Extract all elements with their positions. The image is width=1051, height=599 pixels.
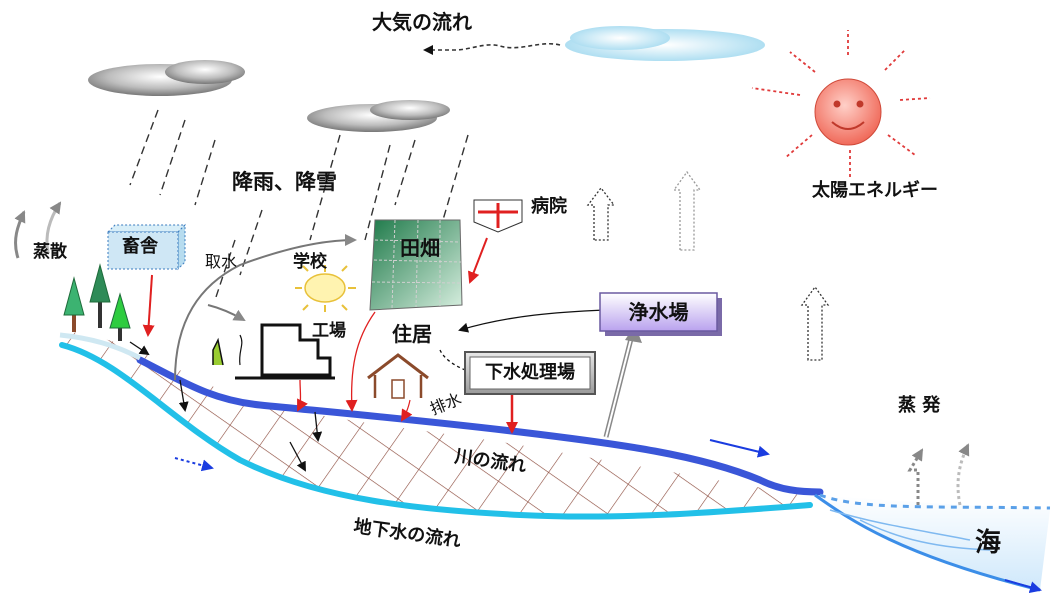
evaporation-label: 蒸 発: [898, 395, 941, 416]
river-line: [136, 356, 824, 496]
precipitation-label: 降雨、降雪: [232, 170, 337, 194]
tree-icon: [63, 263, 131, 341]
water-intake-label: 取水: [205, 252, 238, 271]
transpiration-label: 蒸散: [33, 242, 67, 262]
sea-label: 海: [975, 528, 1002, 558]
sewage-treatment-label: 下水処理場: [485, 362, 575, 383]
water-purification-box: [599, 292, 722, 336]
sea: [815, 495, 1050, 590]
atmosphere-label: 大気の流れ: [372, 10, 472, 34]
updraft-arrow-icon: [586, 170, 830, 361]
hospital-cross-icon: [473, 199, 523, 233]
hospital-label: 病院: [531, 196, 567, 217]
evaporation-arrow-icon: [907, 448, 924, 505]
groundwater-line: [59, 342, 813, 520]
sun-face-icon: [751, 30, 931, 178]
cloud-icon: [88, 60, 245, 96]
housing-label: 住居: [392, 322, 432, 346]
livestock-barn-label: 畜舎: [122, 236, 158, 257]
factory-label: 工場: [312, 321, 346, 341]
cloud-icon: [307, 100, 450, 132]
water-purification-label: 浄水場: [628, 300, 689, 324]
factory-icon: [212, 323, 335, 380]
field-grid-icon: [369, 219, 463, 311]
solar-energy-label: 太陽エネルギー: [812, 180, 938, 201]
fields-label: 田畑: [400, 236, 440, 260]
school-label: 学校: [293, 252, 327, 272]
cloud-icon: [565, 26, 765, 61]
sewage-treatment-box: [464, 351, 596, 395]
soil-region: [60, 330, 810, 517]
barn-icon: [106, 223, 187, 271]
house-icon: [367, 353, 429, 399]
school-sun-icon: [295, 265, 356, 312]
